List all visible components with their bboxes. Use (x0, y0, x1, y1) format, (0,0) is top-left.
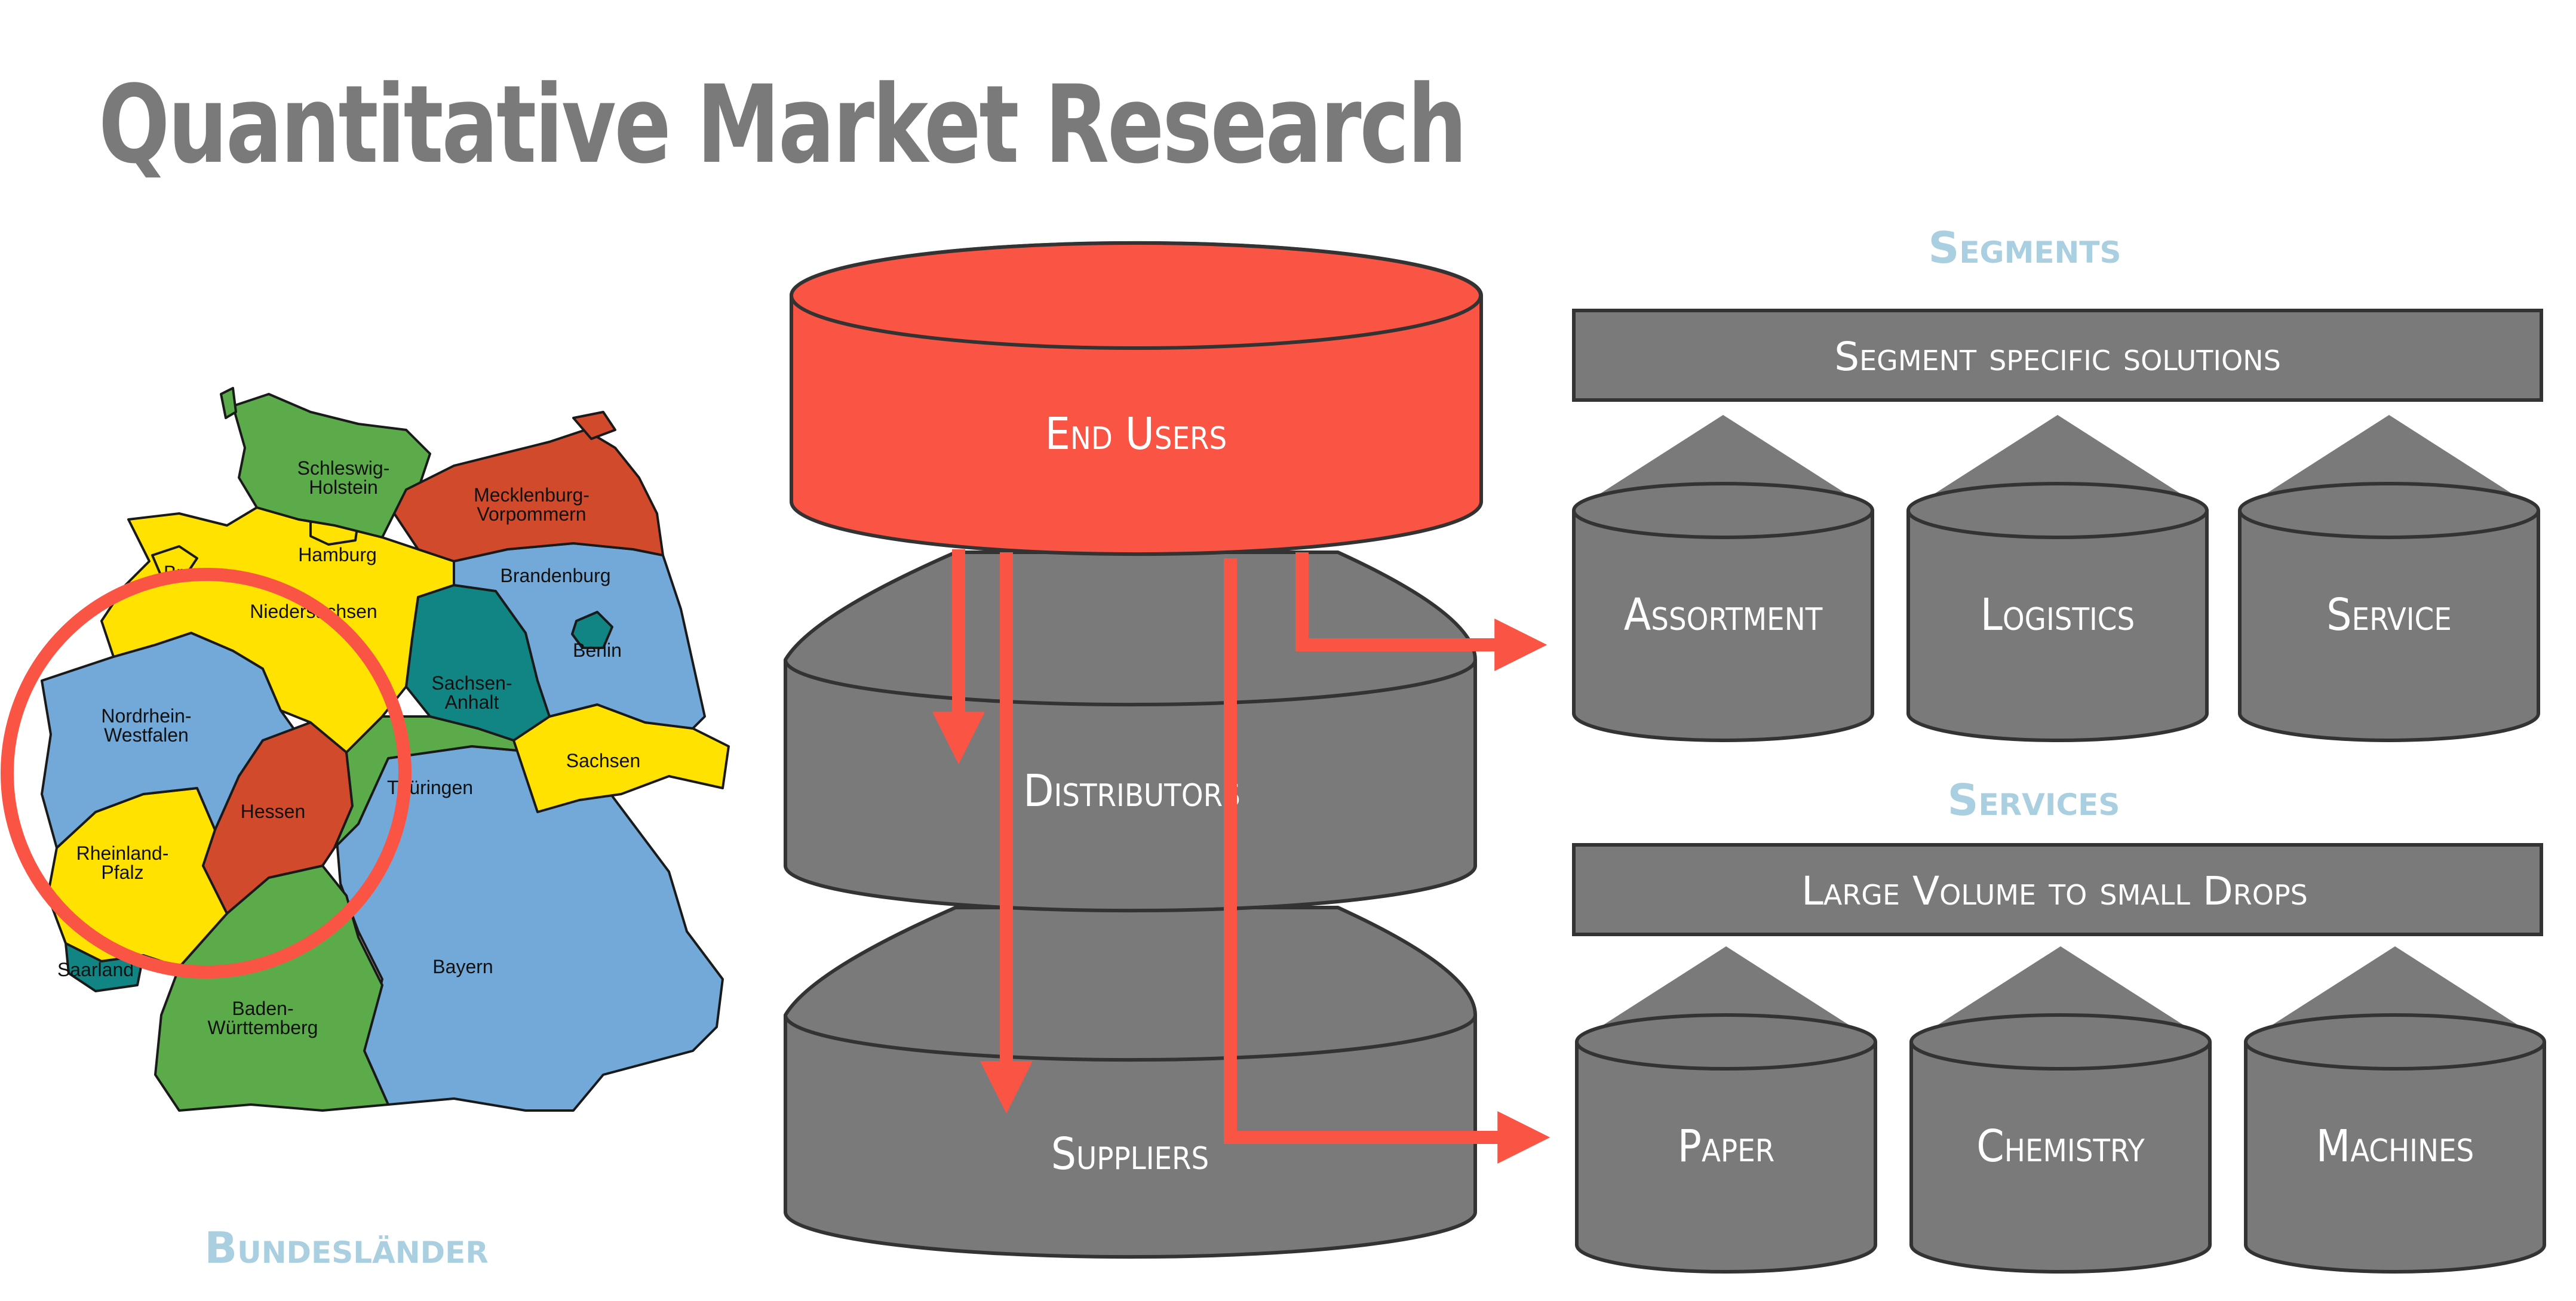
map-caption: Bundesländer (204, 1223, 489, 1273)
state-label-by: Bayern (432, 956, 493, 977)
state-hb (151, 545, 198, 577)
state-by (333, 745, 724, 1112)
state-label-sh-1: Holstein (309, 476, 378, 498)
state-be (571, 611, 613, 649)
services-heading: Services (1948, 775, 2120, 825)
state-label-mv: Mecklenburg- (474, 484, 589, 506)
state-th (333, 715, 539, 849)
silo-body (1909, 1013, 2212, 1274)
distributors-label: Distributors (1023, 765, 1241, 817)
silo-rim (2244, 1041, 2546, 1071)
services-bar-label: Large Volume to small Drops (1801, 868, 2308, 914)
state-he (202, 721, 354, 915)
silo-label-assortment: Assortment (1624, 589, 1823, 641)
state-label-st-1: Anhalt (445, 691, 499, 713)
silo-label-machines: Machines (2316, 1121, 2474, 1172)
map-labels: Schleswig-Holstein Mecklenburg-Vorpommern… (57, 457, 640, 1038)
end-users-label: End Users (1045, 408, 1227, 460)
segments-bar (1572, 309, 2543, 402)
state-sl (65, 942, 145, 992)
arrow-end-users-to-segments (1295, 552, 1548, 671)
segment-silos: Assortment Logistics Service (1572, 415, 2540, 742)
silo-logistics: Logistics (1906, 415, 2209, 742)
silo-body (1575, 1013, 1877, 1274)
state-label-rp: Rheinland- (76, 842, 169, 864)
state-mv-island (572, 411, 616, 440)
silo-rim (1906, 510, 2209, 539)
silo-label-service: Service (2326, 589, 2452, 641)
suppliers-label: Suppliers (1051, 1128, 1209, 1180)
state-label-nw-1: Westfalen (104, 724, 189, 746)
state-mv (393, 429, 664, 562)
silo-rim (1909, 1041, 2212, 1071)
silo-body (1572, 482, 1874, 742)
silo-service: Service (2238, 415, 2540, 742)
silo-body (2244, 1013, 2546, 1274)
segments-heading: Segments (1929, 223, 2121, 273)
state-label-be: Berlin (573, 639, 622, 661)
state-label-sh: Schleswig- (297, 457, 390, 479)
state-label-bw-1: Württemberg (208, 1017, 318, 1038)
services-bar (1572, 843, 2543, 936)
silo-rim (1575, 1041, 1877, 1071)
silo-label-chemistry: Chemistry (1976, 1121, 2145, 1172)
state-label-bb: Brandenburg (500, 565, 610, 586)
state-label-hh: Hamburg (298, 544, 377, 565)
silo-machines: Machines (2244, 946, 2546, 1274)
arrow-end-users-to-services (1224, 558, 1550, 1164)
flow-arrows (932, 549, 1550, 1164)
service-silos: Paper Chemistry Machines (1575, 946, 2546, 1274)
state-label-mv-1: Vorpommern (477, 503, 586, 525)
state-label-he: Hessen (241, 801, 306, 822)
silo-paper: Paper (1575, 946, 1877, 1274)
silo-label-paper: Paper (1678, 1121, 1774, 1172)
highlight-circle (1, 568, 412, 979)
suppliers-cylinder (784, 906, 1477, 1259)
distributors-cylinder (784, 550, 1477, 913)
state-label-sl: Saarland (57, 959, 134, 980)
state-label-sn: Sachsen (566, 750, 641, 771)
segments-bar-label: Segment specific solutions (1834, 334, 2281, 380)
silo-label-logistics: Logistics (1981, 589, 2135, 641)
state-label-rp-1: Pfalz (101, 862, 143, 883)
state-label-nw: Nordrhein- (101, 705, 191, 727)
silo-body (1906, 482, 2209, 742)
silo-body (2238, 482, 2540, 742)
page-title: Quantitative Market Research (99, 63, 1467, 187)
silo-rim (2238, 510, 2540, 539)
silo-rim (1572, 510, 1874, 539)
silo-assortment: Assortment (1572, 415, 1874, 742)
silo-chemistry: Chemistry (1909, 946, 2212, 1274)
funnel (784, 241, 1483, 1259)
germany-map (41, 387, 730, 1112)
state-label-bw: Baden- (232, 998, 293, 1019)
state-sh-island (220, 387, 237, 419)
state-label-st: Sachsen- (431, 672, 512, 694)
